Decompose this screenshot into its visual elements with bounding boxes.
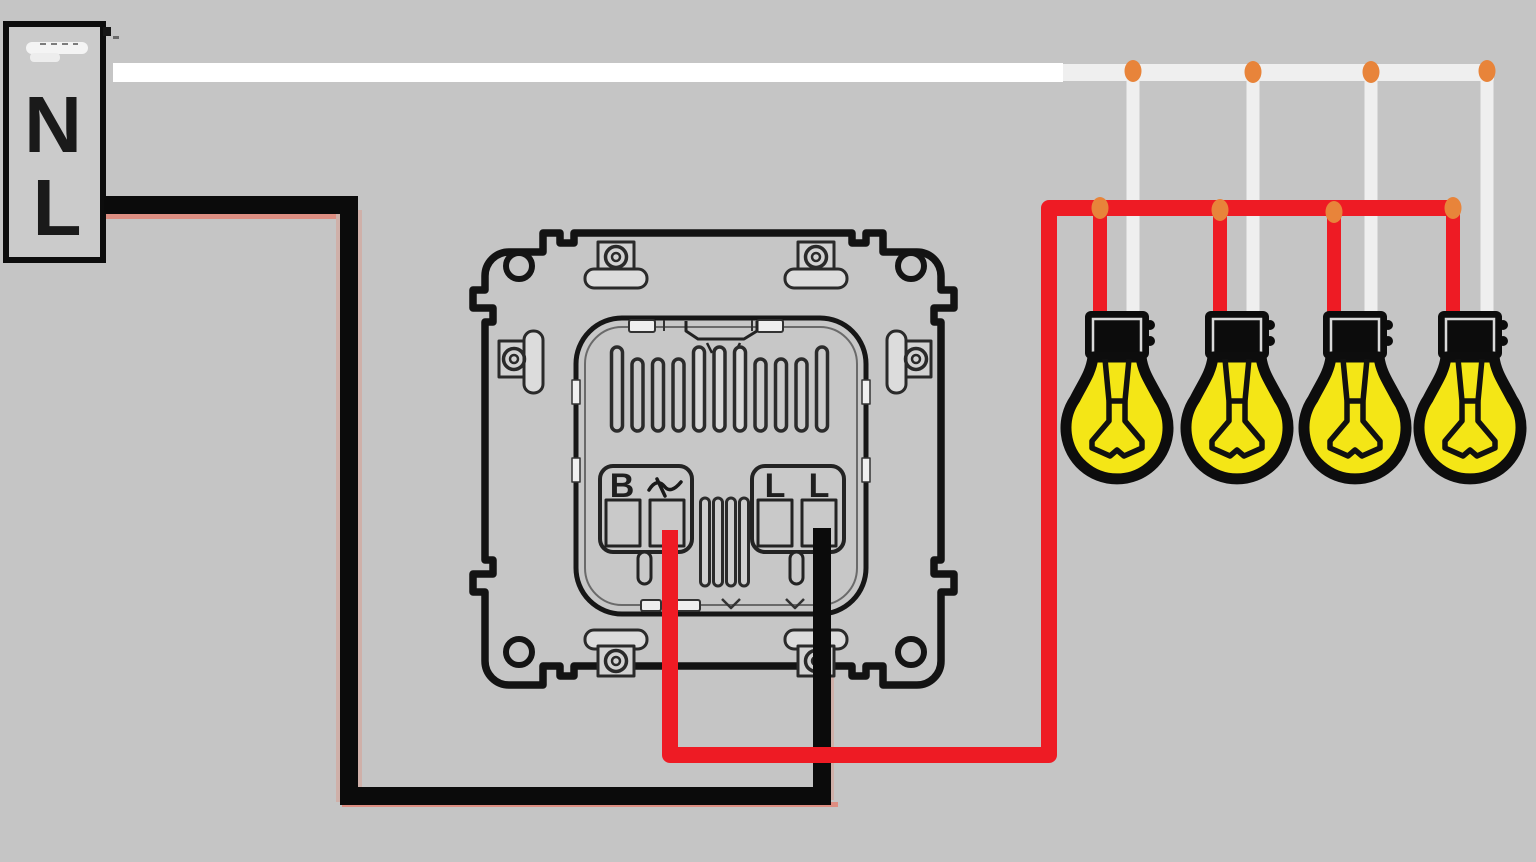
junction-dot <box>1211 199 1229 221</box>
live-wire <box>104 196 831 805</box>
screw-tab-top-left <box>583 240 649 290</box>
terminal-label-l1: L <box>765 467 786 505</box>
screw-tab-top-right <box>783 240 849 290</box>
terminal-block-left: B <box>598 464 694 586</box>
terminal-symbol-squiggle <box>647 477 683 498</box>
neutral-wire-main <box>113 63 1063 82</box>
neutral-terminal-label: N <box>24 80 82 169</box>
junction-dot <box>1362 61 1380 83</box>
junction-dot <box>1091 197 1109 219</box>
smudge-artifact <box>113 36 119 39</box>
terminal-hole-b <box>604 498 642 548</box>
shadow-right <box>358 210 362 802</box>
terminal-hole-l1 <box>756 498 794 548</box>
smudge-artifact <box>103 27 111 36</box>
junction-dot <box>1478 60 1496 82</box>
switch-mechanism: B L L <box>469 229 958 689</box>
junction-dot <box>1124 60 1142 82</box>
corner-hole-bottom-left <box>503 636 535 668</box>
switched-live-drops <box>1093 208 1460 335</box>
screw-tab-bottom-left <box>583 628 649 678</box>
smudge-artifact <box>26 42 88 54</box>
junction-dots <box>1091 60 1496 223</box>
terminal-screw-slot <box>788 550 805 586</box>
shadow-top <box>106 214 352 219</box>
terminal-middle-slots <box>699 496 750 588</box>
neutral-drop-4 <box>1480 71 1494 335</box>
switched-live-wire <box>662 200 1455 763</box>
neutral-top-bus <box>1055 64 1494 81</box>
corner-hole-top-right <box>895 250 927 282</box>
junction-dot <box>1444 197 1462 219</box>
corner-hole-top-left <box>503 250 535 282</box>
lamp-4 <box>1419 311 1521 479</box>
neutral-wiring <box>113 63 1494 335</box>
live-terminal-label: L <box>33 163 82 252</box>
lamp-group <box>1066 311 1521 479</box>
junction-dot <box>1325 201 1343 223</box>
smudge-artifact <box>30 53 60 62</box>
terminal-label-b: B <box>610 467 635 505</box>
shadow-left <box>336 210 340 802</box>
body-top-clips <box>628 319 784 333</box>
lamp-1 <box>1066 311 1168 479</box>
screw-tab-left <box>497 329 545 395</box>
lamp-3 <box>1304 311 1406 479</box>
neutral-branch-wires <box>1055 64 1494 335</box>
power-source-box: N L <box>3 21 119 263</box>
junction-dot <box>1244 61 1262 83</box>
source-box-outline <box>3 21 106 263</box>
vent-slots <box>609 345 830 433</box>
lamp-2 <box>1186 311 1288 479</box>
terminal-label-l2: L <box>809 467 830 505</box>
terminal-screw-slot <box>636 550 653 586</box>
corner-hole-bottom-right <box>895 636 927 668</box>
body-side-clips <box>571 379 871 483</box>
screw-tab-right <box>885 329 933 395</box>
body-bottom-clips <box>640 598 805 612</box>
